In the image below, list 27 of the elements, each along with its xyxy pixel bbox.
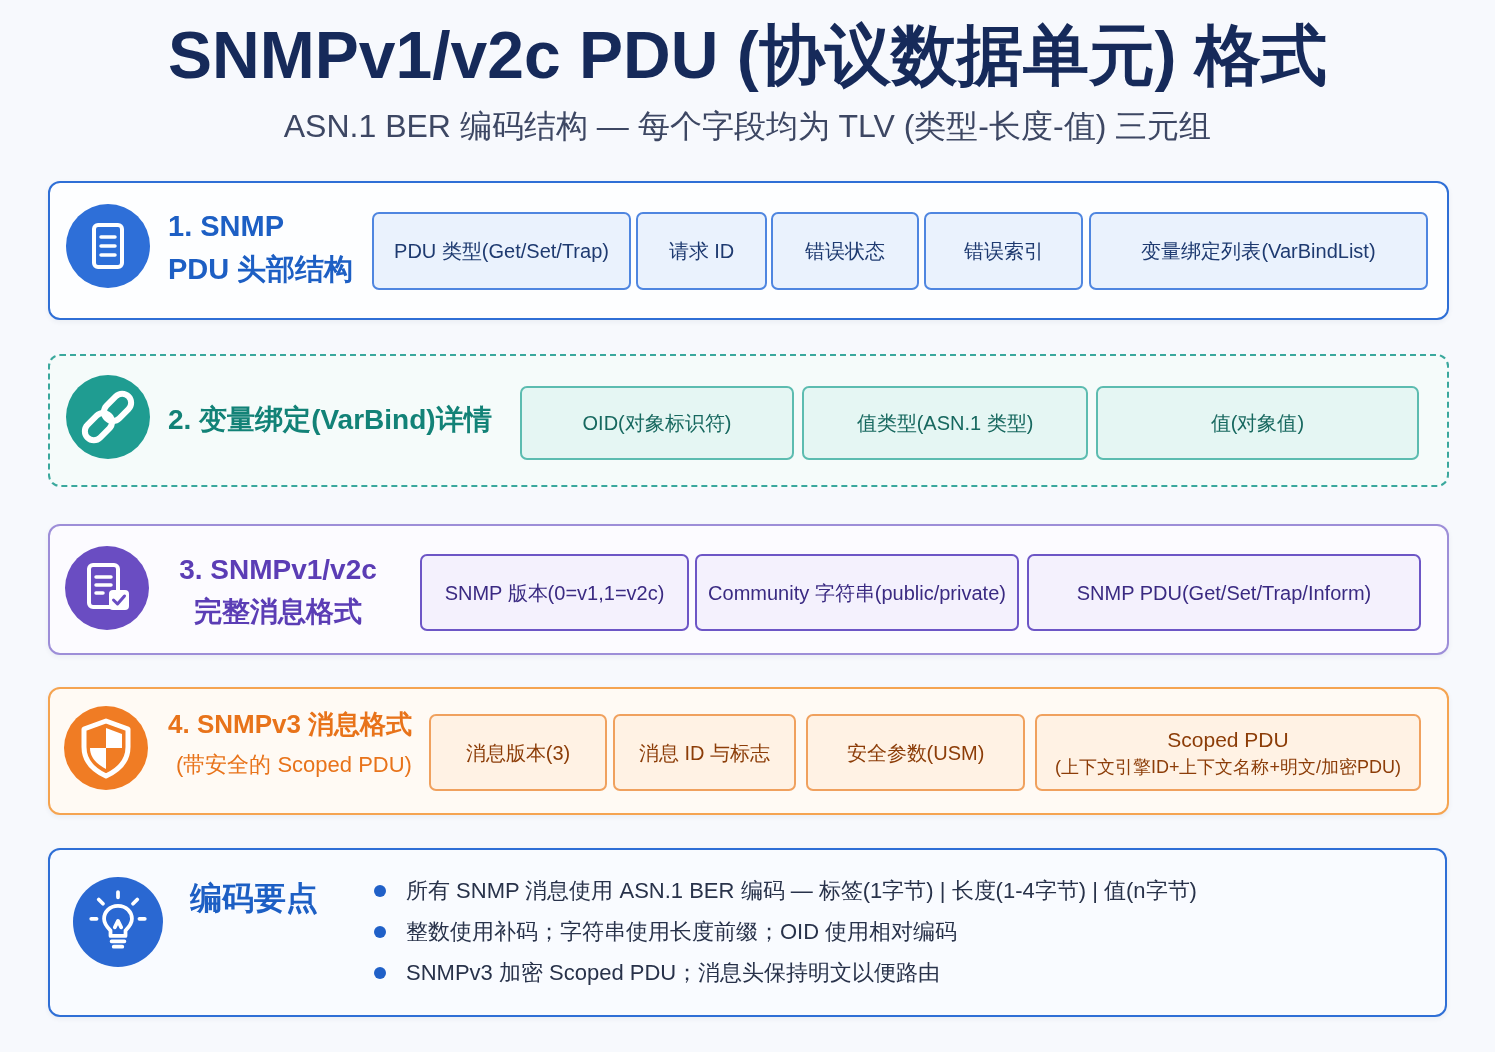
section-heading: 编码要点 (190, 879, 318, 918)
bullet-text: 所有 SNMP 消息使用 ASN.1 BER 编码 — 标签(1字节) | 长度(1-4字节) | 值(n字节) (406, 877, 1197, 905)
field-box: PDU 类型(Get/Set/Trap) (372, 212, 631, 290)
field-box: SNMP PDU(Get/Set/Trap/Inform) (1027, 554, 1421, 631)
subtitle: ASN.1 BER 编码结构 — 每个字段均为 TLV (类型-长度-值) 三元组 (282, 107, 1213, 146)
field-box: 消息 ID 与标志 (613, 714, 796, 791)
section-heading: 2. 变量绑定(VarBind)详情 (168, 403, 492, 437)
field-name: Scoped PDU (1167, 726, 1289, 753)
field-box: 安全参数(USM) (806, 714, 1025, 791)
page-title: SNMPv1/v2c PDU (协议数据单元) 格式 (167, 17, 1328, 93)
field-box: 错误状态 (771, 212, 919, 290)
section-subheading: (带安全的 Scoped PDU) (176, 751, 412, 779)
field-box: 消息版本(3) (429, 714, 607, 791)
field-box: Community 字符串(public/private) (695, 554, 1019, 631)
field-box: 请求 ID (636, 212, 767, 290)
section-heading: 4. SNMPv3 消息格式 (168, 708, 413, 741)
field-box: SNMP 版本(0=v1,1=v2c) (420, 554, 689, 631)
field-box: 值类型(ASN.1 类型) (802, 386, 1088, 460)
field-box: OID(对象标识符) (520, 386, 794, 460)
field-box: 值(对象值) (1096, 386, 1419, 460)
section-heading: 1. SNMP PDU 头部结构 (168, 209, 354, 287)
bullet-text: 整数使用补码；字符串使用长度前缀；OID 使用相对编码 (406, 918, 958, 946)
section-heading: 3. SNMPv1/v2c 完整消息格式 (178, 553, 378, 629)
field-box: 变量绑定列表(VarBindList) (1089, 212, 1428, 290)
bullet-text: SNMPv3 加密 Scoped PDU；消息头保持明文以便路由 (406, 959, 941, 987)
field-box: 错误索引 (924, 212, 1083, 290)
field-description: (上下文引擎ID+上下文名称+明文/加密PDU) (1055, 755, 1401, 779)
